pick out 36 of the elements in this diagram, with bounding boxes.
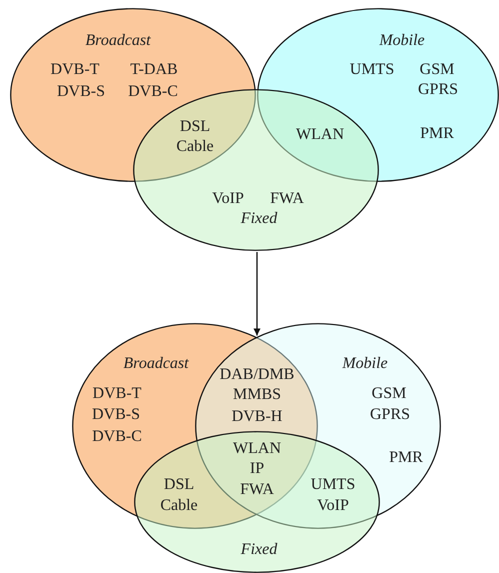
technology-label: GPRS: [418, 82, 458, 98]
technology-label: FWA: [240, 482, 274, 498]
set-heading: Fixed: [240, 211, 278, 227]
technology-label: MMBS: [232, 387, 282, 403]
technology-label: DSL: [180, 119, 210, 135]
arrow: [254, 252, 260, 336]
technology-label: WLAN: [296, 127, 344, 143]
technology-label: WLAN: [233, 441, 281, 457]
technology-label: FWA: [270, 191, 304, 207]
technology-label: GSM: [420, 62, 454, 78]
technology-label: GPRS: [370, 407, 410, 423]
technology-label: DAB/DMB: [220, 367, 294, 383]
technology-label: DVB-S: [92, 407, 140, 423]
technology-label: Cable: [176, 139, 214, 155]
set-heading: Broadcast: [123, 356, 189, 372]
technology-label: DVB-T: [92, 386, 142, 402]
set-heading: Broadcast: [85, 33, 151, 49]
technology-label: GSM: [372, 386, 406, 402]
technology-label: IP: [250, 461, 264, 477]
technology-label: DVB-C: [128, 84, 178, 100]
technology-label: UMTS: [310, 477, 356, 493]
technology-label: Cable: [160, 498, 198, 514]
technology-label: UMTS: [350, 62, 394, 78]
technology-label: VoIP: [212, 191, 244, 207]
set-heading: Fixed: [240, 542, 278, 558]
technology-label: DVB-T: [50, 62, 100, 78]
technology-label: DVB-S: [57, 84, 105, 100]
technology-label: DSL: [164, 477, 194, 493]
technology-label: T-DAB: [130, 62, 178, 78]
technology-label: DVB-H: [232, 409, 282, 425]
technology-label: PMR: [389, 450, 423, 466]
technology-label: DVB-C: [92, 429, 142, 445]
set-heading: Mobile: [379, 33, 425, 49]
set-heading: Mobile: [342, 356, 388, 372]
technology-label: VoIP: [317, 498, 349, 514]
technology-label: PMR: [420, 126, 454, 142]
